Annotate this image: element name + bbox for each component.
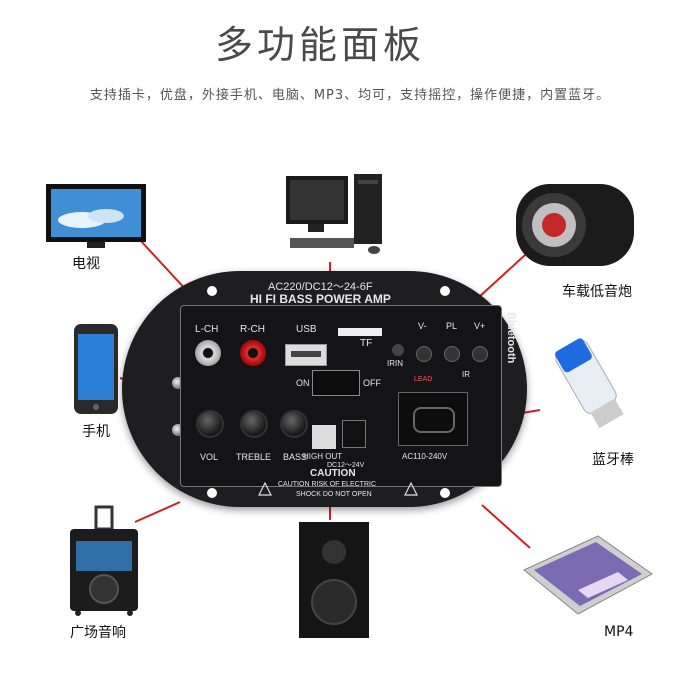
vplus-label: V+ — [474, 321, 486, 331]
tv-icon — [46, 184, 146, 248]
power-switch[interactable] — [312, 370, 360, 396]
mount-hole — [207, 286, 217, 296]
phone-icon — [74, 324, 118, 414]
dc-input-label: DC12～24V — [327, 462, 365, 469]
pl-label: PL — [446, 321, 458, 331]
trolley-speaker-icon — [70, 505, 138, 616]
volume-knob[interactable] — [196, 410, 224, 438]
power-spec-text: AC220/DC12～24-6F — [268, 281, 373, 293]
car-subwoofer-icon — [516, 184, 634, 266]
treble-knob[interactable] — [240, 410, 268, 438]
high-out-terminal[interactable] — [312, 425, 336, 449]
bass-label: BASS — [283, 452, 308, 462]
caution-title: CAUTION — [310, 468, 356, 479]
vol-label: VOL — [200, 452, 219, 462]
model-name: HI FI BASS POWER AMP — [250, 292, 391, 306]
mount-hole — [440, 286, 450, 296]
led-label: LEAD — [414, 376, 433, 383]
computer-icon — [286, 174, 382, 254]
bluetooth-dongle-label: 蓝牙棒 — [592, 452, 634, 468]
mp4-player-icon — [523, 535, 653, 615]
tf-label: TF — [360, 338, 373, 349]
tv-label: 电视 — [72, 256, 100, 272]
on-label: ON — [296, 378, 310, 388]
play-pause-button[interactable] — [444, 346, 460, 362]
high-out-label: HIGH OUT — [303, 452, 343, 461]
bookshelf-speaker-icon — [299, 522, 369, 638]
warning-icon — [258, 482, 272, 496]
line-speaker-box — [134, 501, 181, 523]
rch-label: R-CH — [240, 324, 265, 335]
vminus-label: V- — [418, 321, 427, 331]
left-rca-input[interactable] — [195, 340, 221, 366]
off-label: OFF — [363, 378, 381, 388]
lch-label: L-CH — [195, 324, 219, 335]
bluetooth-dongle-icon — [555, 338, 624, 429]
car-subwoofer-label: 车载低音炮 — [562, 284, 632, 300]
feature-description: 支持插卡，优盘，外接手机、电脑、MP3、均可，支持摇控，操作便捷，内置蓝牙。 — [89, 88, 611, 103]
caution-text-2: SHOCK DO NOT OPEN — [296, 491, 372, 498]
dc-power-jack[interactable] — [342, 420, 366, 448]
ac-input-label: AC110-240V — [402, 452, 448, 461]
irin-label: IRIN — [387, 359, 403, 368]
treble-label: TREBLE — [236, 452, 272, 462]
ir-label: IR — [462, 370, 470, 379]
mp4-label: MP4 — [604, 624, 634, 640]
bluetooth-label: Bluetooth — [505, 312, 517, 364]
ir-in-jack[interactable] — [392, 344, 404, 356]
right-rca-input[interactable] — [240, 340, 266, 366]
phone-label: 手机 — [82, 424, 110, 440]
usb-label: USB — [296, 324, 317, 335]
bass-knob[interactable] — [280, 410, 308, 438]
trolley-speaker-label: 广场音响 — [70, 625, 126, 641]
volume-down-button[interactable] — [416, 346, 432, 362]
ac-power-socket[interactable] — [398, 392, 468, 446]
warning-icon — [404, 482, 418, 496]
caution-text-1: CAUTION RISK OF ELECTRIC — [278, 481, 377, 488]
mount-hole — [440, 488, 450, 498]
line-mp4 — [481, 504, 531, 549]
usb-port[interactable] — [285, 344, 327, 366]
volume-up-button[interactable] — [472, 346, 488, 362]
tf-card-slot[interactable] — [338, 328, 382, 336]
mount-hole — [207, 488, 217, 498]
line-tv — [139, 239, 189, 293]
line-car-sub — [477, 254, 526, 299]
page-title: 多功能面板 — [214, 23, 425, 67]
